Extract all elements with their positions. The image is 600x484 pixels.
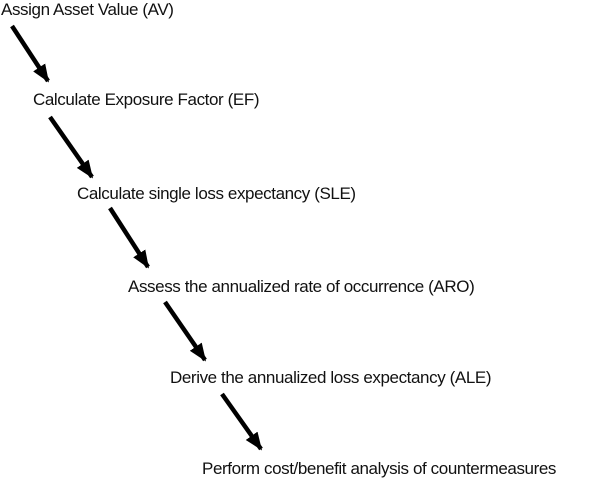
arrow-aro-to-ale [163, 300, 207, 362]
step-perform-cost-benefit-analysis: Perform cost/benefit analysis of counter… [202, 459, 557, 478]
step-assess-annualized-rate-of-occurrence: Assess the annualized rate of occurrence… [128, 277, 475, 296]
arrow-ale-to-cba [220, 392, 263, 451]
step-derive-annualized-loss-expectancy: Derive the annualized loss expectancy (A… [170, 368, 492, 387]
arrow-av-to-ef [10, 24, 50, 83]
arrow-sle-to-aro [108, 206, 150, 269]
step-calculate-single-loss-expectancy: Calculate single loss expectancy (SLE) [77, 184, 356, 203]
arrow-ef-to-sle [48, 115, 94, 179]
step-assign-asset-value: Assign Asset Value (AV) [1, 0, 174, 19]
step-calculate-exposure-factor: Calculate Exposure Factor (EF) [33, 90, 260, 109]
